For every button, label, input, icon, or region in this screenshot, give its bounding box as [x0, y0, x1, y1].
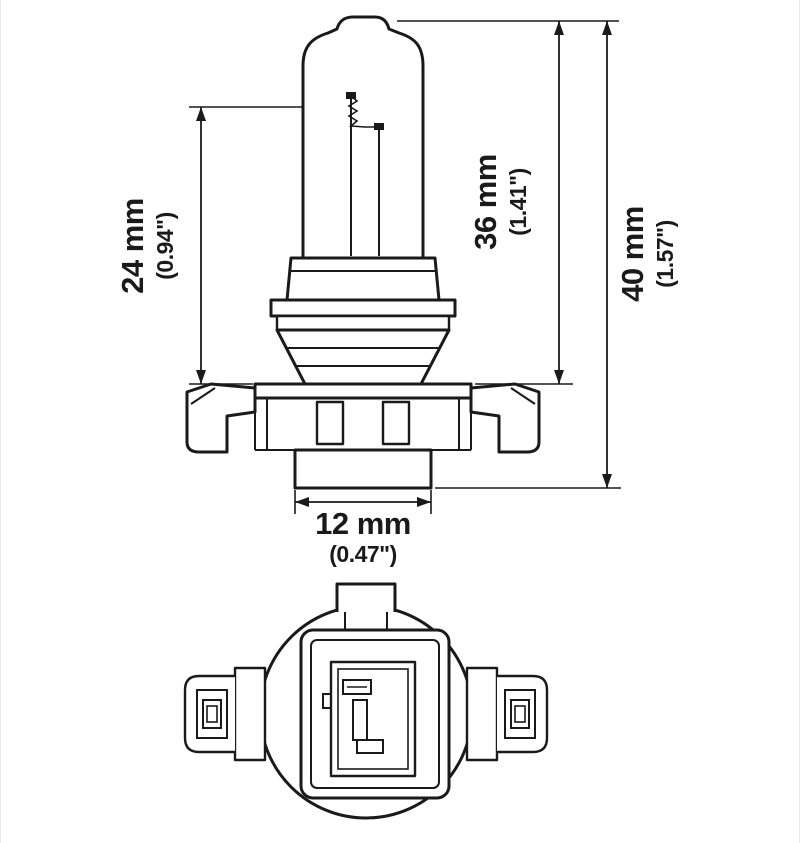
side-clip-right	[465, 666, 549, 762]
mounting-tab-left	[185, 382, 257, 454]
terminal-block-inner	[337, 668, 409, 770]
flange-plate	[253, 382, 473, 400]
dim-12mm-label: 12 mm	[315, 506, 411, 541]
side-clip-left	[183, 666, 267, 762]
base-ring-2	[275, 314, 451, 332]
base-neck	[285, 256, 441, 302]
terminal-notch-left	[322, 693, 332, 709]
dim-24in-label: (0.94")	[152, 212, 178, 280]
clip-left-arm	[233, 666, 267, 762]
arrow-left-12	[295, 497, 309, 507]
dimension-36mm: 36 mm (1.41")	[397, 20, 619, 385]
dimension-24mm: 24 mm (0.94")	[115, 106, 303, 385]
clip-left-inner	[196, 689, 228, 739]
flange-slot-right	[381, 400, 411, 446]
dimension-40mm: 40 mm (1.57")	[435, 21, 678, 489]
base-cone	[275, 328, 451, 386]
clip-right-pin	[514, 705, 526, 723]
clip-right-slot	[510, 699, 530, 729]
connector-housing-inner	[310, 639, 440, 789]
arrow-up-24	[196, 107, 206, 121]
dim-36mm-label: 36 mm	[468, 154, 503, 250]
glass-envelope	[301, 15, 425, 260]
arrow-up-40	[602, 21, 612, 35]
top-tab	[335, 582, 397, 612]
arrow-down-24	[196, 370, 206, 384]
clip-right-inner	[504, 689, 536, 739]
mounting-tab-left-notch	[190, 387, 216, 405]
filament-coil	[347, 95, 374, 128]
terminal-pin-bottom	[356, 739, 384, 754]
dim-40in-label: (1.57")	[652, 220, 678, 288]
dim-36in-label: (1.41")	[505, 168, 531, 236]
clip-left-slot	[202, 699, 222, 729]
bottom-view	[183, 582, 549, 820]
flange-slot-left	[315, 400, 345, 446]
side-view	[185, 15, 541, 490]
arrow-right-12	[417, 497, 431, 507]
dim-40mm-label: 40 mm	[615, 206, 650, 302]
arrow-up-36	[554, 21, 564, 35]
flange-body	[254, 398, 472, 451]
mounting-tab-right	[469, 382, 541, 454]
arrow-down-40	[602, 474, 612, 488]
dimension-12mm: 12 mm (0.47")	[294, 490, 432, 567]
terminal-pin-top	[342, 679, 372, 695]
base-ring-1	[269, 298, 457, 318]
dim-24mm-label: 24 mm	[115, 198, 150, 294]
wire-clamp-right	[374, 123, 384, 130]
mounting-tab-right-notch	[510, 387, 536, 405]
terminal-block	[322, 660, 417, 778]
arrow-down-36	[554, 370, 564, 384]
wire-clamp-top	[346, 92, 356, 99]
clip-right-arm	[465, 666, 499, 762]
bottom-cylinder	[293, 448, 433, 490]
clip-left-pin	[206, 705, 218, 723]
filament-assembly	[346, 92, 384, 256]
dim-12in-label: (0.47")	[329, 541, 397, 567]
